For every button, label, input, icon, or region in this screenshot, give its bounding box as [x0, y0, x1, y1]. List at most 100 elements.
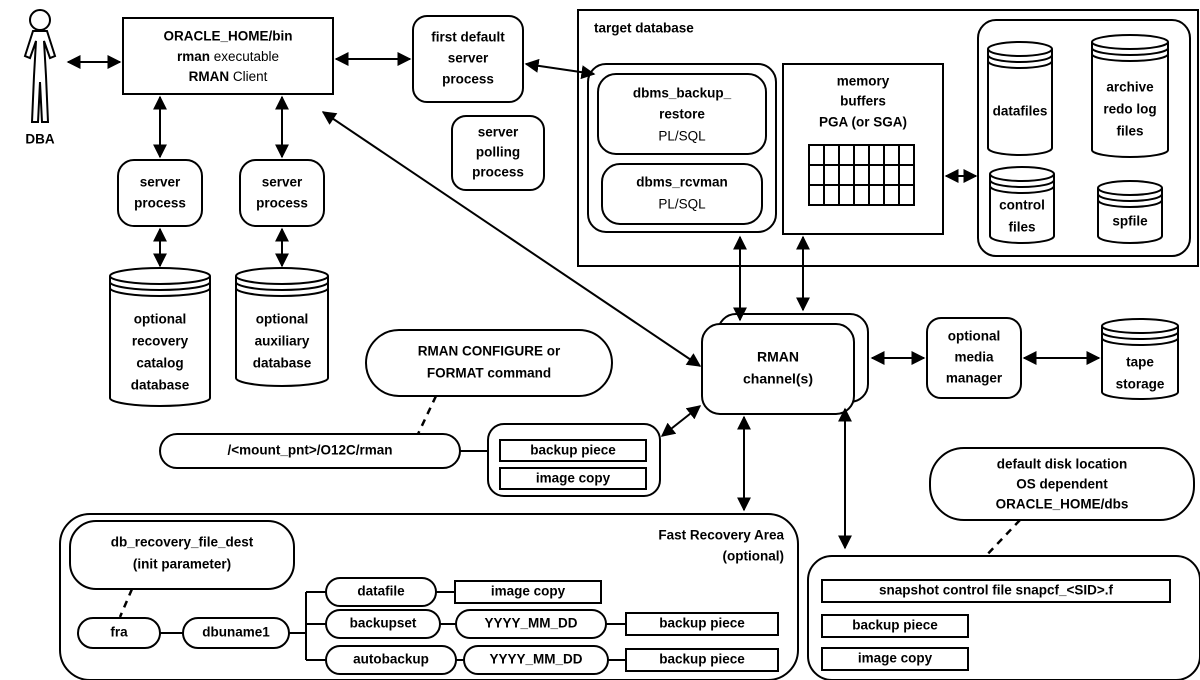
dba-label: DBA — [25, 132, 54, 147]
default-disk-location-box — [929, 447, 1195, 521]
autobackup-piece-box — [625, 648, 779, 672]
control-line1: control — [999, 198, 1045, 213]
datafiles-label: datafiles — [993, 104, 1048, 119]
fra-title-line1: Fast Recovery Area — [658, 528, 784, 543]
default-disk-line3: ORACLE_HOME/dbs — [996, 497, 1129, 512]
memory-line2: buffers — [840, 94, 886, 109]
client-line1: ORACLE_HOME/bin — [163, 29, 292, 44]
polling-line2: polling — [476, 145, 520, 160]
datafile-folder-label: datafile — [357, 584, 405, 599]
archive-redo-log-cylinder — [1091, 34, 1169, 158]
control-files-cylinder — [989, 166, 1055, 244]
snapshot-control-file-box — [821, 579, 1171, 603]
catalog-line4: database — [131, 378, 190, 393]
rman-configure-line2: FORMAT command — [427, 366, 551, 381]
default-disk-line1: default disk location — [997, 457, 1128, 472]
server-process-box-2 — [239, 159, 325, 227]
dba-person-icon — [23, 9, 57, 123]
disk-backup-piece-box — [499, 439, 647, 462]
default-image-copy-label: image copy — [858, 651, 933, 666]
aux-line1: optional — [256, 312, 309, 327]
control-line2: files — [1008, 220, 1035, 235]
dbms-backup-restore-line3: PL/SQL — [658, 129, 706, 144]
client-channel-arrow — [321, 111, 702, 367]
client-line3: RMAN Client — [189, 69, 268, 84]
tape-line2: storage — [1116, 377, 1165, 392]
dbuname-label: dbuname1 — [202, 625, 270, 640]
fra-tree-connector — [289, 591, 326, 661]
recovery-catalog-database-cylinder — [109, 267, 211, 407]
fra-param-line2: (init parameter) — [133, 557, 231, 572]
backupset-piece-box — [625, 612, 779, 636]
backupset-date-label: YYYY_MM_DD — [484, 616, 577, 631]
media-manager-line2: media — [954, 350, 994, 365]
dbms-rcvman-box — [601, 163, 763, 225]
dbms-rcvman-line2: PL/SQL — [658, 197, 706, 212]
rman-channel-box — [701, 323, 855, 415]
archive-line2: redo log — [1103, 102, 1156, 117]
backupset-folder-label: backupset — [350, 616, 417, 631]
polling-line1: server — [478, 125, 519, 140]
autobackup-piece-label: backup piece — [659, 652, 745, 667]
tape-line1: tape — [1126, 355, 1154, 370]
tape-storage-cylinder — [1101, 318, 1179, 400]
default-disk-line2: OS dependent — [1016, 477, 1108, 492]
default-image-copy-box — [821, 647, 969, 671]
first-default-server-process-box — [412, 15, 524, 103]
first-default-server-line1: first default — [431, 30, 505, 45]
spfile-cylinder — [1097, 180, 1163, 244]
dbms-rcvman-line1: dbms_rcvman — [636, 175, 728, 190]
autobackup-date-label: YYYY_MM_DD — [489, 652, 582, 667]
archive-line3: files — [1116, 124, 1143, 139]
server-process-1-line2: process — [134, 196, 186, 211]
fra-folder-label: fra — [110, 625, 128, 640]
backupset-piece-label: backup piece — [659, 616, 745, 631]
disk-image-copy-label: image copy — [536, 471, 611, 486]
db-recovery-file-dest-box — [69, 520, 295, 590]
fra-image-copy-box — [454, 580, 602, 604]
target-database-title: target database — [594, 21, 694, 36]
server-process-2-line1: server — [262, 175, 303, 190]
fra-image-copy-label: image copy — [491, 584, 566, 599]
fra-param-dashed-link — [118, 588, 134, 618]
dbms-backup-restore-line1: dbms_backup_ — [633, 86, 732, 101]
default-backup-piece-label: backup piece — [852, 618, 938, 633]
archive-line1: archive — [1106, 80, 1154, 95]
rman-channel-line1: RMAN — [757, 349, 799, 365]
default-disk-dashed-link — [981, 519, 1021, 561]
snapshot-control-file-label: snapshot control file snapcf_<SID>.f — [879, 583, 1114, 598]
aux-line2: auxiliary — [255, 334, 310, 349]
media-manager-line1: optional — [948, 329, 1001, 344]
catalog-line1: optional — [134, 312, 187, 327]
memory-buffer-grid — [808, 144, 915, 206]
disk-channel-arrow — [660, 405, 702, 437]
media-manager-box — [926, 317, 1022, 399]
memory-line3: PGA (or SGA) — [819, 115, 907, 130]
rman-client-box — [122, 17, 334, 95]
configure-dashed-link — [416, 395, 438, 435]
fra-title-line2: (optional) — [723, 549, 784, 564]
aux-line3: database — [253, 356, 312, 371]
memory-line1: memory — [837, 74, 890, 89]
rman-channel-line2: channel(s) — [743, 371, 813, 387]
fra-param-line1: db_recovery_file_dest — [111, 535, 254, 550]
datafiles-cylinder — [987, 41, 1053, 156]
rman-configure-line1: RMAN CONFIGURE or — [418, 344, 561, 359]
first-default-server-line2: server — [448, 51, 489, 66]
default-backup-piece-box — [821, 614, 969, 638]
polling-line3: process — [472, 165, 524, 180]
disk-backup-piece-label: backup piece — [530, 443, 616, 458]
server-process-1-line1: server — [140, 175, 181, 190]
spfile-label: spfile — [1112, 214, 1148, 229]
dbms-backup-restore-line2: restore — [659, 107, 705, 122]
catalog-line3: catalog — [136, 356, 183, 371]
client-line2: rman executable — [177, 49, 279, 64]
disk-image-copy-box — [499, 467, 647, 490]
catalog-line2: recovery — [132, 334, 189, 349]
rman-configure-box — [365, 329, 613, 397]
first-server-target-arrow — [524, 58, 596, 80]
server-process-2-line2: process — [256, 196, 308, 211]
autobackup-folder-label: autobackup — [353, 652, 429, 667]
media-manager-line3: manager — [946, 371, 1003, 386]
